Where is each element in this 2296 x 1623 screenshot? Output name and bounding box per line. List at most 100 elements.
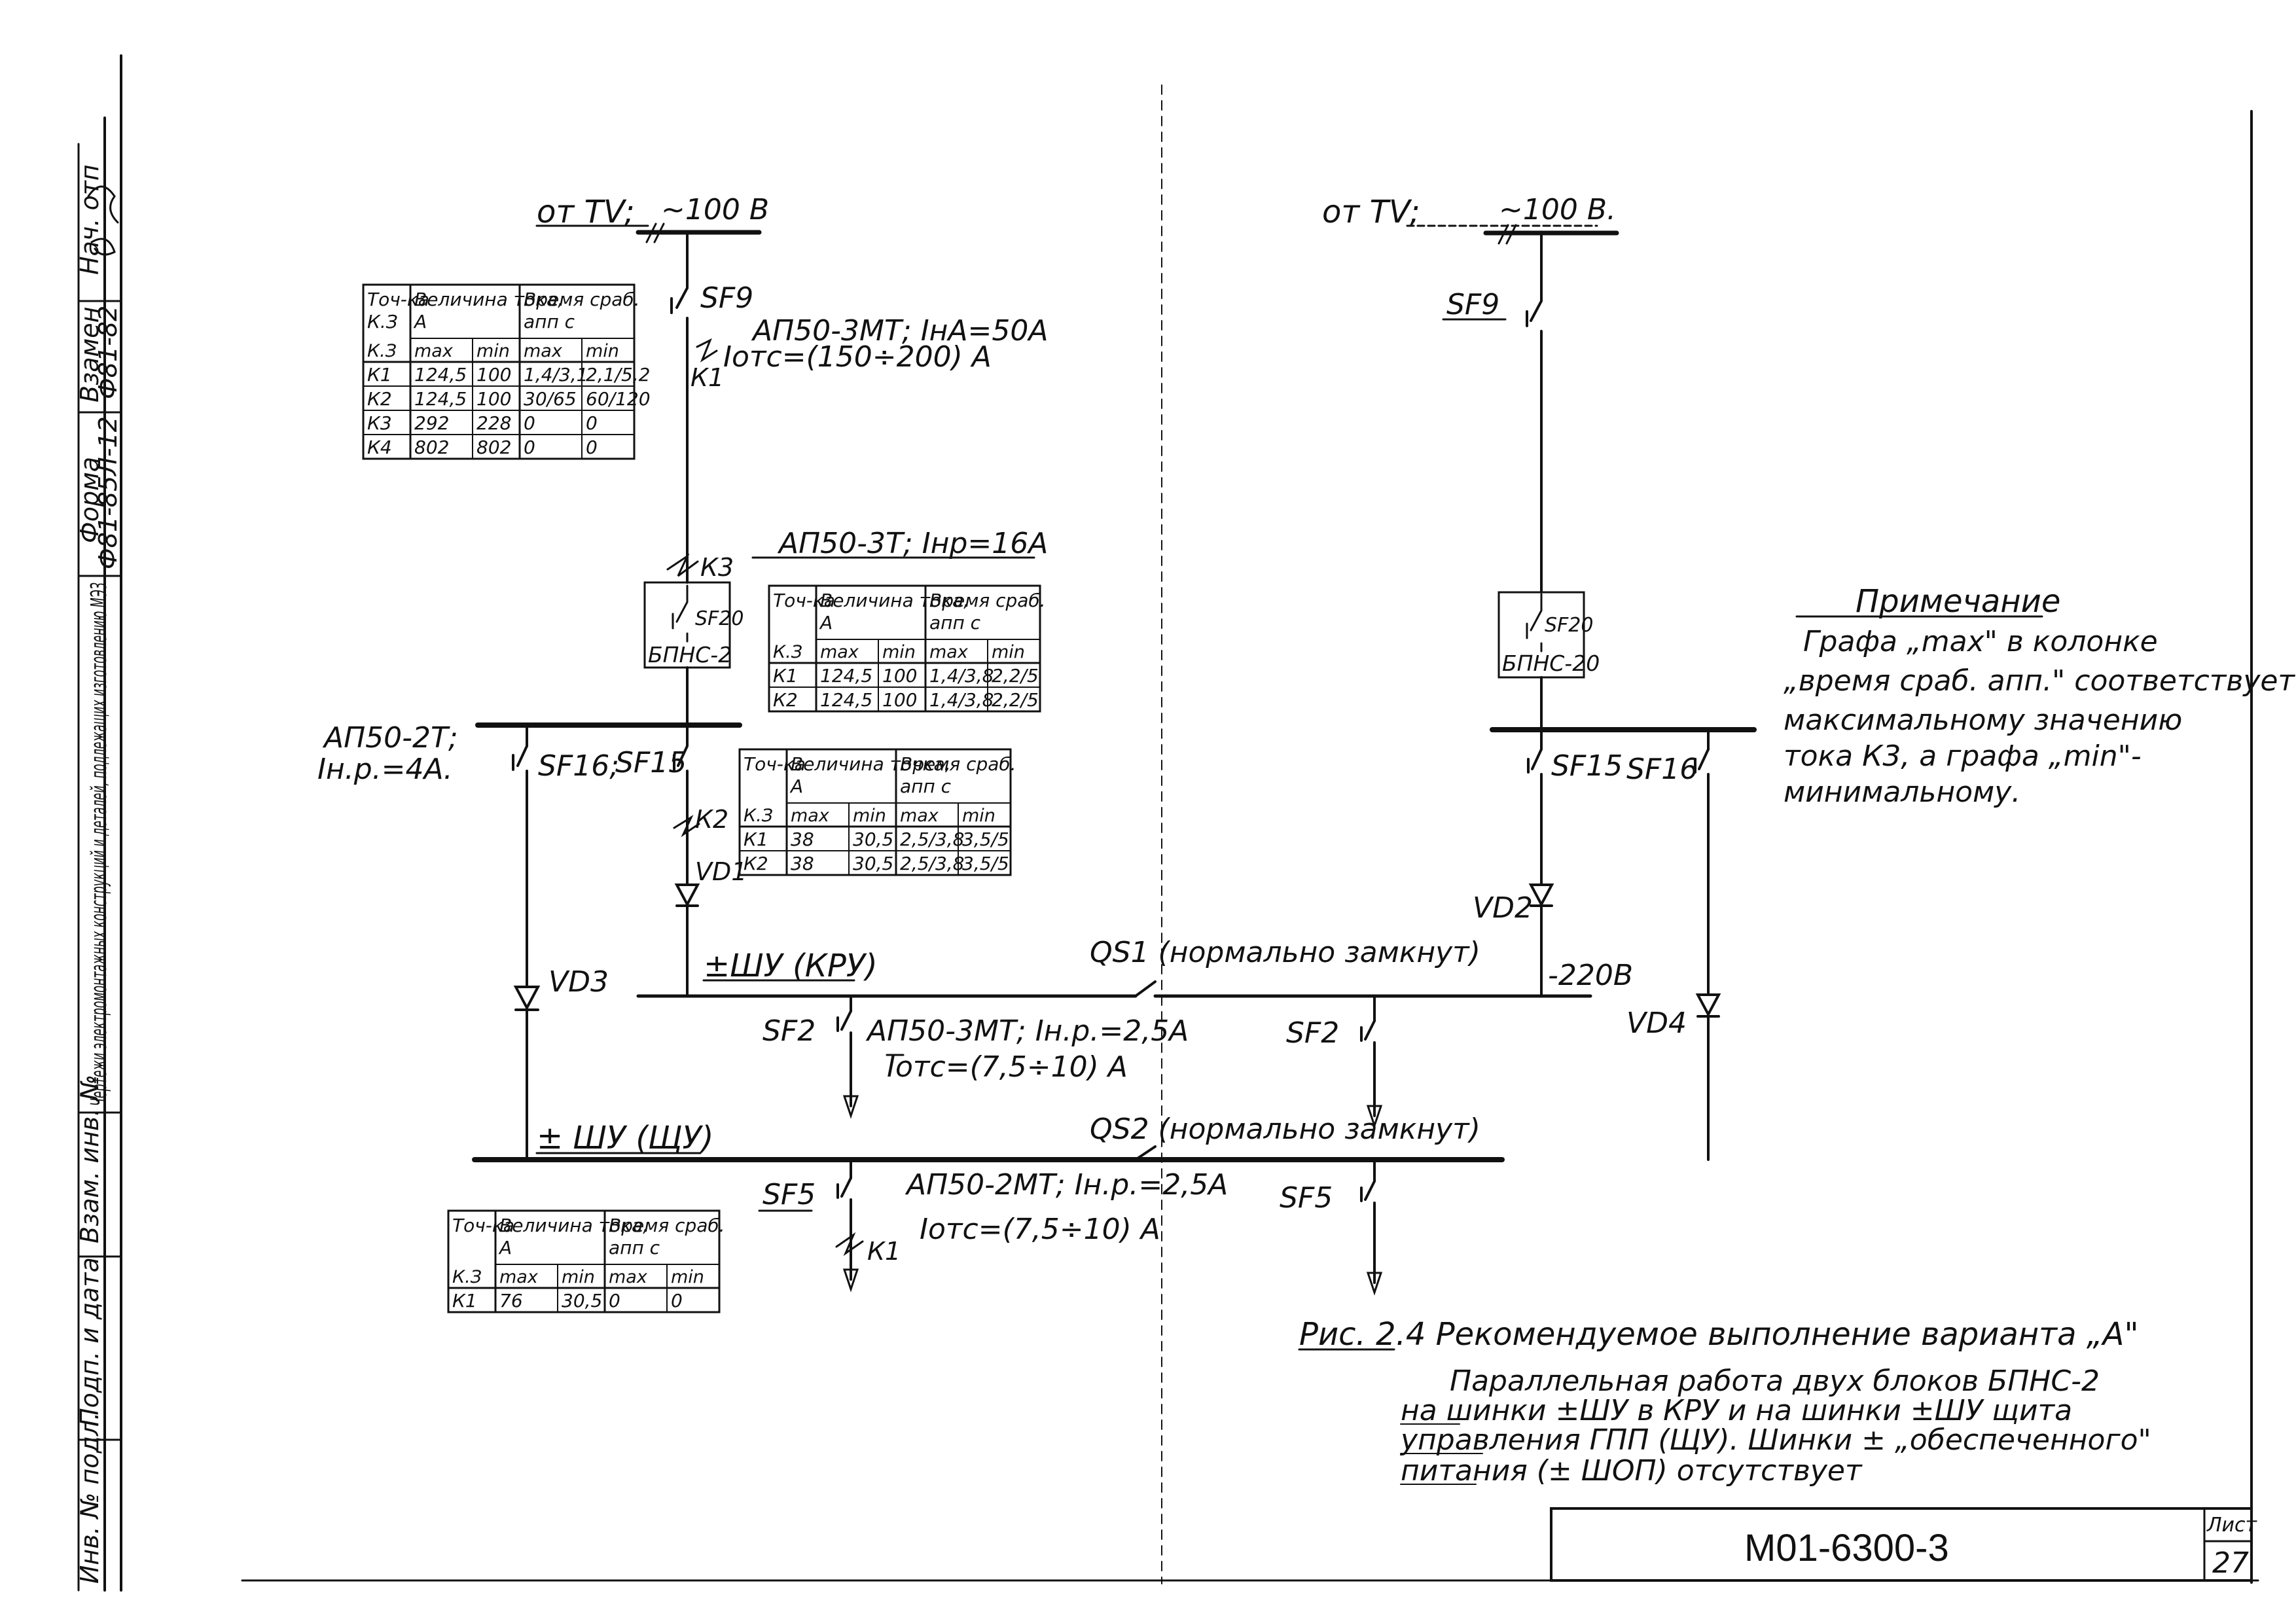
stamp-forma: Форма [75,457,104,543]
table-cell: К4 [367,437,392,458]
right-vd2-diode [1528,883,1554,908]
left-sf5-switch [836,1177,852,1209]
table-header-cell: Величина тока, [820,590,969,611]
table-subheader-cell: max [609,1267,648,1287]
table-header-cell: Время сраб. [524,289,640,310]
sheet-label: Лист [2206,1514,2258,1537]
stamp-vzamen: Взамен [75,307,104,402]
right-sf2-switch [1360,1020,1376,1052]
table-frame [447,1209,721,1313]
right-sf5-switch [1360,1180,1376,1212]
table-cell: 0 [586,412,598,434]
right-circuit: от TV; ~100 В. SF9 SF20 БПНС-20 SF15 VD2… [1090,193,1757,1296]
left-sf16-switch [512,745,528,780]
stamp-vzam-inv: Взам. инв. № [75,1075,104,1243]
table-header-cell: Величина тока, [414,289,564,310]
left-sf5-point: К1 [867,1237,901,1266]
table-cell: 124,5 [414,388,467,410]
caption-line-2: на шинки ±ШУ в КРУ и на шинки ±ШУ щита [1401,1394,2072,1427]
table-cell: К1 [452,1290,477,1311]
table-cell: 0 [524,412,535,434]
table-cell: 0 [671,1290,683,1311]
table-cell: 802 [476,437,511,458]
right-source-from: от TV; [1322,194,1420,230]
left-sf16-breaker: АП50-2Т; [322,721,458,755]
stamp-nach-otp: Нач. отп [75,164,104,275]
right-sf9-label: SF9 [1446,288,1499,321]
table-frame [362,283,636,460]
left-k3-point: К3 [700,553,734,582]
table-header-cell: апп с [609,1237,660,1258]
caption-line-3: управления ГПП (ЩУ). Шинки ± „обеспеченн… [1399,1423,2151,1457]
table-subheader-cell: max [791,806,830,826]
table-header-cell: апп с [524,311,575,332]
sheet-number: 27 [2212,1546,2249,1580]
left-sf9-switch [670,287,689,329]
table-header-cell: Точ-ка [773,590,835,611]
table-subheader-cell: К.З [744,806,773,826]
left-sf5-cutoff: Iотс=(7,5÷10) А [920,1213,1160,1246]
left-unit-switch: SF20 [695,607,744,630]
qs1-switch [1134,980,1157,997]
note-block: Примечание Графа „max" в колонке „время … [1784,583,2295,809]
table-subheader-cell: min [476,341,510,361]
table-cell: 100 [882,665,917,687]
left-sf9-breaker: АП50-3МТ; IнА=50А [751,314,1049,348]
table-cell: К3 [367,412,392,434]
table-cell: 292 [414,412,449,434]
table-subheader-cell: max [414,341,454,361]
table-header-cell: Время сраб. [929,590,1046,611]
table-cell: 3,5/5 [962,853,1009,874]
stamp-podp-data: Подп. и дата [75,1257,104,1427]
right-vd4-label: VD4 [1626,1007,1687,1040]
note-line-2: „время сраб. апп." соответствует [1784,664,2295,698]
table-cell: 2,5/3,8 [900,853,965,874]
note-title: Примечание [1856,583,2060,620]
table-cell: 30,5 [853,829,893,850]
stamp-margin: Нач. отп Взамен Ф81-82 Форма Ф81-85Л-12 … [75,54,122,1592]
table-subheader-cell: min [853,806,886,826]
left-vd3-label: VD3 [548,965,609,999]
left-bus-kru-label: ±ШУ (КРУ) [704,948,878,984]
left-vd1-diode [674,883,700,908]
right-voltage-label: -220В [1548,959,1633,992]
table-cell: 100 [882,689,917,711]
left-sf2-switch [836,1010,852,1042]
right-sf9-switch [1526,287,1543,342]
table-subheader-cell: К.З [452,1267,482,1287]
note-line-3: максимальному значению [1784,704,2182,737]
table-cell: К1 [744,829,768,850]
table-cell: 2,5/3,8 [900,829,965,850]
left-sf16-label: SF16; [538,749,619,783]
table-subheader-cell: min [992,642,1025,662]
table-cell: 100 [476,388,511,410]
left-sf9-fault-mark [696,338,718,363]
table-header-cell: Точ-ка [452,1215,514,1236]
table-subheader-cell: max [524,341,563,361]
signature-mark [87,185,119,256]
table-cell: 3,5/5 [962,829,1009,850]
table-cell: 100 [476,364,511,385]
right-unit-label: БПНС-20 [1502,651,1600,676]
table-header-cell: А [789,776,803,797]
table-subheader-cell: max [929,642,969,662]
left-circuit: от TV; ~100 В SF9 АП50-3МТ; IнА=50А Iотс… [317,193,1505,1293]
left-sf5-fault-mark [835,1232,864,1257]
table-cell: 802 [414,437,449,458]
table-cell: К2 [744,853,768,874]
table-subheader-cell: min [562,1267,595,1287]
table-cell: 2,2/5 [992,689,1039,711]
stamp-vzamen-value: Ф81-82 [94,306,122,399]
table-cell: 0 [609,1290,620,1311]
note-line-5: минимальному. [1784,776,2020,809]
left-sf5-label: SF5 [762,1178,816,1211]
stamp-inv-podl: Инв. № подл. [75,1412,104,1584]
table-cell: 124,5 [414,364,467,385]
table-header-cell: Время сраб. [609,1215,725,1236]
table-cell: 1,4/3,8 [929,665,994,687]
table-cell: К2 [367,388,392,410]
table-cell: 2,1/5,2 [586,364,651,385]
